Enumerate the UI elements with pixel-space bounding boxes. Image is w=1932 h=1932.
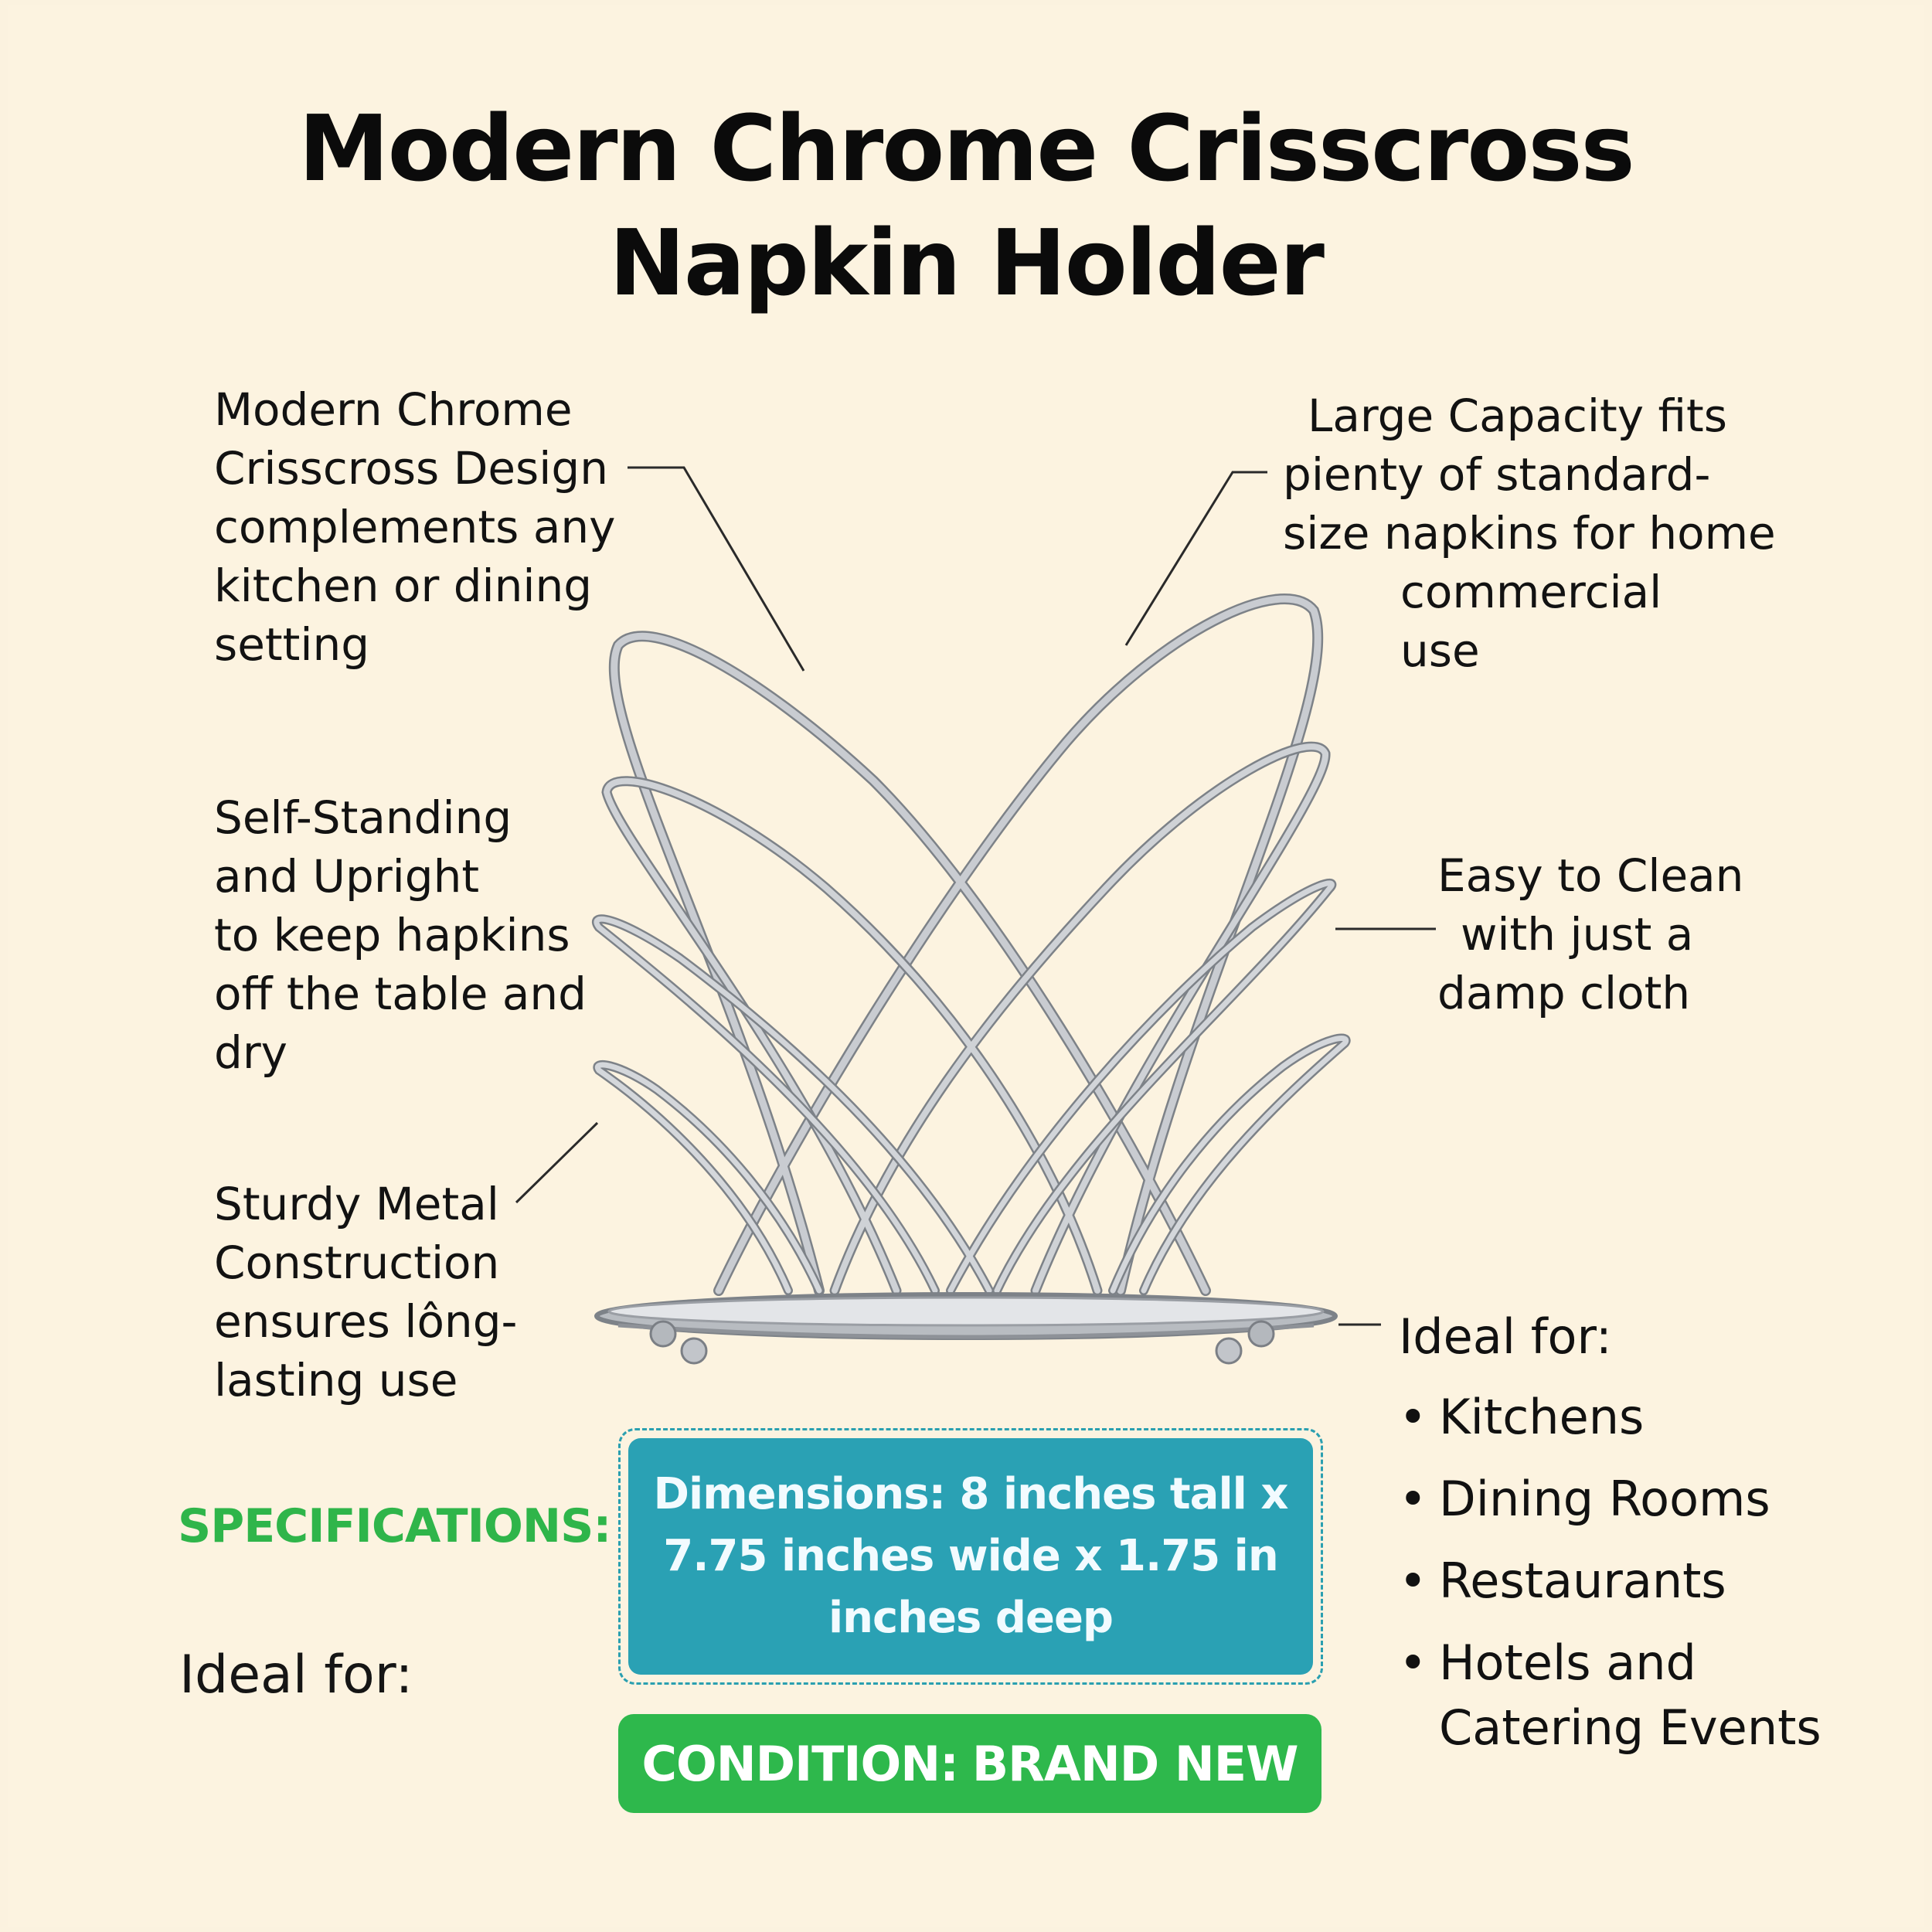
callout-sturdy-metal: Sturdy Metal Construction ensures lông- … (214, 1175, 517, 1410)
ideal-for-label: Ideal for: (179, 1645, 413, 1706)
condition-value: BRAND NEW (971, 1735, 1299, 1792)
callout-line: use (1400, 624, 1480, 677)
bullet-icon: • (1399, 1634, 1427, 1691)
leader-lines (515, 466, 1436, 1326)
wire-inner-highlight (594, 1036, 1349, 1294)
leader-sturdy (515, 1121, 599, 1204)
list-item: • Hotels and Catering Events (1399, 1631, 1821, 1760)
list-item-label: Restaurants (1439, 1553, 1726, 1609)
ideal-for-heading: Ideal for: (1399, 1308, 1612, 1365)
callout-crisscross-design: Modern Chrome Crisscross Design compleme… (214, 380, 615, 674)
callout-easy-to-clean: Easy to Clean with just a damp cloth (1437, 846, 1743, 1022)
callout-line: setting (214, 618, 370, 671)
page-title: Modern Chrome Crisscross Napkin Holder (0, 91, 1932, 320)
callout-line: to keep hapkins (214, 909, 570, 961)
callout-line: Construction (214, 1236, 500, 1289)
callout-large-capacity: Large Capacity fits pienty of standard- … (1283, 386, 1776, 680)
specifications-label: SPECIFICATIONS: (178, 1499, 611, 1553)
callout-line: Easy to Clean (1437, 849, 1744, 902)
callout-line: ensures lông- (214, 1295, 518, 1348)
callout-line: pienty of standard- (1283, 448, 1711, 501)
callout-line: damp cloth (1437, 967, 1691, 1019)
leader-design (628, 466, 805, 672)
callout-line: Large Capacity fits (1308, 389, 1728, 442)
condition-label: CONDITION: (641, 1735, 959, 1792)
list-item: • Restaurants (1399, 1549, 1821, 1614)
dimensions-line: Dimensions: 8 inches tall x (653, 1469, 1289, 1519)
callout-line: with just a (1461, 908, 1694, 961)
callout-line: size napkins for home (1283, 507, 1776, 560)
list-item-label: Dining Rooms (1439, 1471, 1770, 1527)
callout-line: Crisscross Design (214, 442, 608, 495)
callout-line: commercial (1400, 566, 1662, 618)
callout-line: complements any (214, 501, 616, 553)
list-item: • Kitchens (1399, 1385, 1821, 1450)
callout-line: lasting use (214, 1354, 458, 1406)
dimensions-line: 7.75 inches wide x 1.75 in (663, 1531, 1278, 1581)
title-line-2: Napkin Holder (609, 209, 1325, 316)
condition-badge: CONDITION: BRAND NEW (618, 1714, 1321, 1813)
dimensions-box: Dimensions: 8 inches tall x 7.75 inches … (618, 1428, 1323, 1685)
dimensions-line: inches deep (828, 1593, 1114, 1643)
callout-line: off the table and (214, 968, 587, 1020)
callout-line: and Upright (214, 850, 480, 903)
callout-line: Modern Chrome (214, 383, 573, 436)
base-tray (594, 1292, 1338, 1365)
callout-line: kitchen or dining (214, 560, 593, 612)
leader-capacity (1124, 471, 1267, 646)
ideal-for-list: Ideal for: • Kitchens • Dining Rooms • R… (1399, 1306, 1821, 1777)
callout-line: Sturdy Metal (214, 1178, 499, 1230)
callout-line: Self-Standing (214, 791, 512, 844)
callout-self-standing: Self-Standing and Upright to keep hapkin… (214, 788, 587, 1082)
callout-line: dry (214, 1026, 287, 1079)
bullet-icon: • (1399, 1553, 1427, 1609)
list-item-label: Hotels and (1439, 1634, 1696, 1691)
title-line-1: Modern Chrome Crisscross (298, 95, 1635, 202)
bullet-icon: • (1399, 1389, 1427, 1445)
wire-third-highlight (594, 880, 1335, 1294)
dimensions-panel: Dimensions: 8 inches tall x 7.75 inches … (628, 1438, 1313, 1675)
bullet-icon: • (1399, 1471, 1427, 1527)
list-item-label: Kitchens (1439, 1389, 1645, 1445)
list-item-label: Catering Events (1439, 1699, 1821, 1756)
list-item: • Dining Rooms (1399, 1467, 1821, 1532)
